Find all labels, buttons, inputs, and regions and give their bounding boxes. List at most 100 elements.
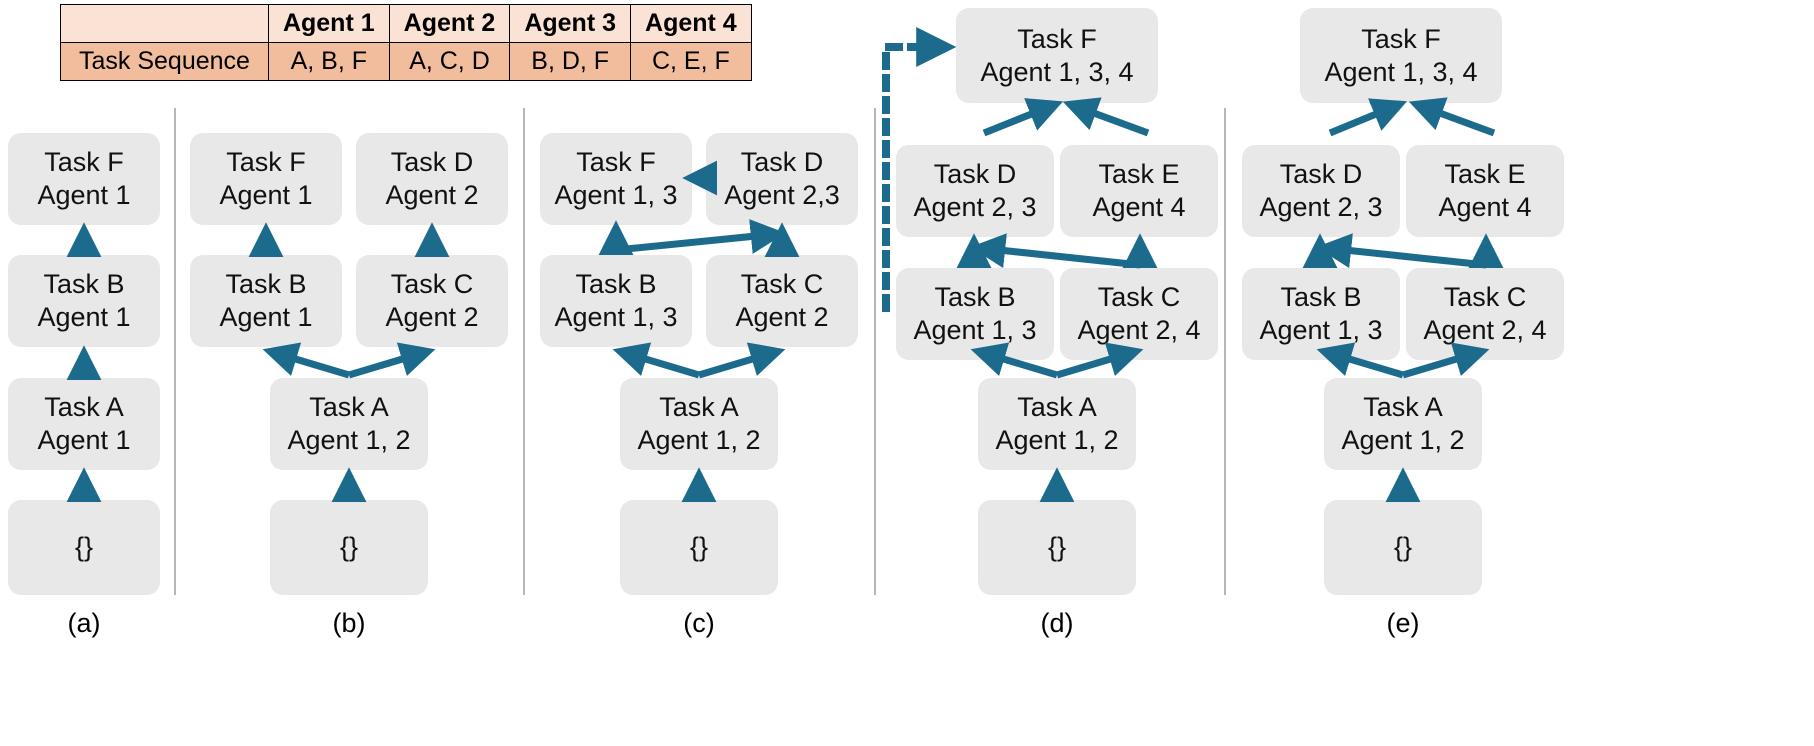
panel-d-node-task-f-title: Task F [1017, 23, 1097, 54]
table-cell-agent-1-sequence: A, B, F [267, 42, 390, 81]
panel-d-node-task-a-title: Task A [1017, 392, 1097, 423]
arrow-d-taskC-to-taskD [970, 233, 1141, 269]
panel-c-node-task-f-agents: Agent 1, 3 [554, 180, 678, 210]
panel-separator-a-b [174, 108, 176, 595]
panel-a-caption: (a) [67, 608, 101, 638]
panel-separator-b-c [523, 108, 525, 595]
table-header-agent-4: Agent 4 [630, 4, 752, 43]
panel-e-node-task-f-title: Task F [1361, 23, 1441, 54]
panel-d-node-task-b-title: Task B [934, 282, 1016, 313]
panel-b-node-task-a: Task A Agent 1, 2 [270, 378, 428, 470]
panel-c-node-task-c-agents: Agent 2 [735, 302, 829, 332]
table-corner-cell [60, 4, 269, 43]
panel-b-node-task-d-agents: Agent 2 [385, 180, 479, 210]
panel-a-node-task-b: Task B Agent 1 [8, 255, 160, 347]
panel-e-node-task-b-title: Task B [1280, 282, 1362, 313]
arrow-b-taskA-to-taskC [347, 342, 436, 379]
panel-d-node-root-label: {} [1047, 532, 1067, 563]
panel-c-node-task-a-agents: Agent 1, 2 [637, 425, 761, 455]
panel-a-node-task-b-title: Task B [43, 269, 125, 300]
panel-c-node-task-b-agents: Agent 1, 3 [554, 302, 678, 332]
panel-e-node-task-c-agents: Agent 2, 4 [1423, 315, 1547, 345]
panel-b-node-task-c-agents: Agent 2 [385, 302, 479, 332]
panel-c-node-task-d-agents: Agent 2,3 [724, 180, 840, 210]
panel-e-node-task-e: Task E Agent 4 [1406, 145, 1564, 237]
panel-e-node-root-label: {} [1393, 532, 1413, 563]
panel-d-caption: (d) [1040, 608, 1074, 638]
panel-d-node-task-b: Task B Agent 1, 3 [896, 268, 1054, 360]
panel-b-node-task-b-agents: Agent 1 [219, 302, 313, 332]
task-sequence-table: Agent 1 Agent 2 Agent 3 Agent 4 Task Seq… [60, 4, 752, 81]
panel-d-node-task-a-agents: Agent 1, 2 [995, 425, 1119, 455]
panel-c-node-root: {} [620, 500, 778, 595]
table-cell-agent-3-sequence: B, D, F [509, 42, 632, 81]
panel-e-node-task-d: Task D Agent 2, 3 [1242, 145, 1400, 237]
panel-a-node-root-label: {} [74, 532, 94, 563]
panel-b-node-task-b: Task B Agent 1 [190, 255, 342, 347]
panel-a-node-task-f: Task F Agent 1 [8, 133, 160, 225]
table-cell-agent-2-sequence: A, C, D [388, 42, 511, 81]
panel-a-node-task-a: Task A Agent 1 [8, 378, 160, 470]
table-header-agent-2: Agent 2 [388, 4, 511, 43]
panel-c-node-task-b-title: Task B [575, 269, 657, 300]
panel-d-node-task-e: Task E Agent 4 [1060, 145, 1218, 237]
panel-e-node-task-f-agents: Agent 1, 3, 4 [1324, 56, 1478, 87]
panel-c-node-task-c: Task C Agent 2 [706, 255, 858, 347]
panel-b-caption: (b) [332, 608, 366, 638]
panel-e-node-task-d-title: Task D [1279, 159, 1363, 190]
table-cell-agent-4-sequence: C, E, F [630, 42, 752, 81]
arrow-e-taskE-to-taskF [1408, 97, 1496, 137]
panel-a-node-task-f-title: Task F [44, 147, 124, 178]
panel-e-node-task-c-title: Task C [1443, 282, 1527, 313]
panel-c-node-task-d: Task D Agent 2,3 [706, 133, 858, 225]
panel-c-caption: (c) [683, 608, 715, 638]
panel-c-node-task-f-title: Task F [576, 147, 656, 178]
arrow-c-taskA-to-taskB [612, 342, 701, 379]
panel-a-node-root: {} [8, 500, 160, 595]
panel-a-node-task-f-agents: Agent 1 [37, 180, 131, 210]
panel-c-node-task-c-title: Task C [740, 269, 824, 300]
panel-d-node-task-d: Task D Agent 2, 3 [896, 145, 1054, 237]
panel-e-node-task-b-agents: Agent 1, 3 [1259, 315, 1383, 345]
panel-d-node-task-a: Task A Agent 1, 2 [978, 378, 1136, 470]
panel-c-node-task-b: Task B Agent 1, 3 [540, 255, 692, 347]
panel-b-node-task-c-title: Task C [390, 269, 474, 300]
panel-d-node-task-e-title: Task E [1098, 159, 1180, 190]
panel-e-node-task-f: Task F Agent 1, 3, 4 [1300, 8, 1502, 103]
panel-e-caption: (e) [1386, 608, 1420, 638]
panel-b-node-task-a-agents: Agent 1, 2 [287, 425, 411, 455]
panel-b-node-task-c: Task C Agent 2 [356, 255, 508, 347]
arrow-d-taskD-to-taskF [982, 98, 1064, 137]
table-header-row: Agent 1 Agent 2 Agent 3 Agent 4 [60, 4, 752, 43]
arrow-d-taskE-to-taskF [1062, 97, 1150, 137]
panel-b-node-task-f-title: Task F [226, 147, 306, 178]
panel-d-node-task-f-agents: Agent 1, 3, 4 [980, 56, 1134, 87]
panel-b-node-root: {} [270, 500, 428, 595]
arrow-b-taskA-to-taskB [262, 342, 351, 379]
panel-e-node-task-e-title: Task E [1444, 159, 1526, 190]
table-row-label: Task Sequence [60, 42, 269, 81]
panel-e-node-task-a-agents: Agent 1, 2 [1341, 425, 1465, 455]
panel-d-node-root: {} [978, 500, 1136, 595]
panel-b-node-task-a-title: Task A [309, 392, 389, 423]
panel-e-node-task-a-title: Task A [1363, 392, 1443, 423]
panel-c-node-root-label: {} [689, 532, 709, 563]
panel-d-node-task-c: Task C Agent 2, 4 [1060, 268, 1218, 360]
arrow-e-taskC-to-taskD [1316, 233, 1487, 269]
panel-b-node-root-label: {} [339, 532, 359, 563]
panel-d-node-task-b-agents: Agent 1, 3 [913, 315, 1037, 345]
panel-d-node-task-e-agents: Agent 4 [1092, 192, 1186, 222]
panel-c-node-task-a: Task A Agent 1, 2 [620, 378, 778, 470]
table-row: Task Sequence A, B, F A, C, D B, D, F C,… [60, 42, 752, 81]
panel-separator-c-d [874, 108, 876, 595]
panel-d-node-task-d-title: Task D [933, 159, 1017, 190]
panel-b-node-task-b-title: Task B [225, 269, 307, 300]
panel-a-node-task-a-agents: Agent 1 [37, 425, 131, 455]
panel-c-node-task-d-title: Task D [740, 147, 824, 178]
panel-c-node-task-a-title: Task A [659, 392, 739, 423]
arrow-e-taskD-to-taskF [1328, 98, 1408, 137]
panel-d-node-task-c-title: Task C [1097, 282, 1181, 313]
panel-b-node-task-f-agents: Agent 1 [219, 180, 313, 210]
panel-e-node-root: {} [1324, 500, 1482, 595]
